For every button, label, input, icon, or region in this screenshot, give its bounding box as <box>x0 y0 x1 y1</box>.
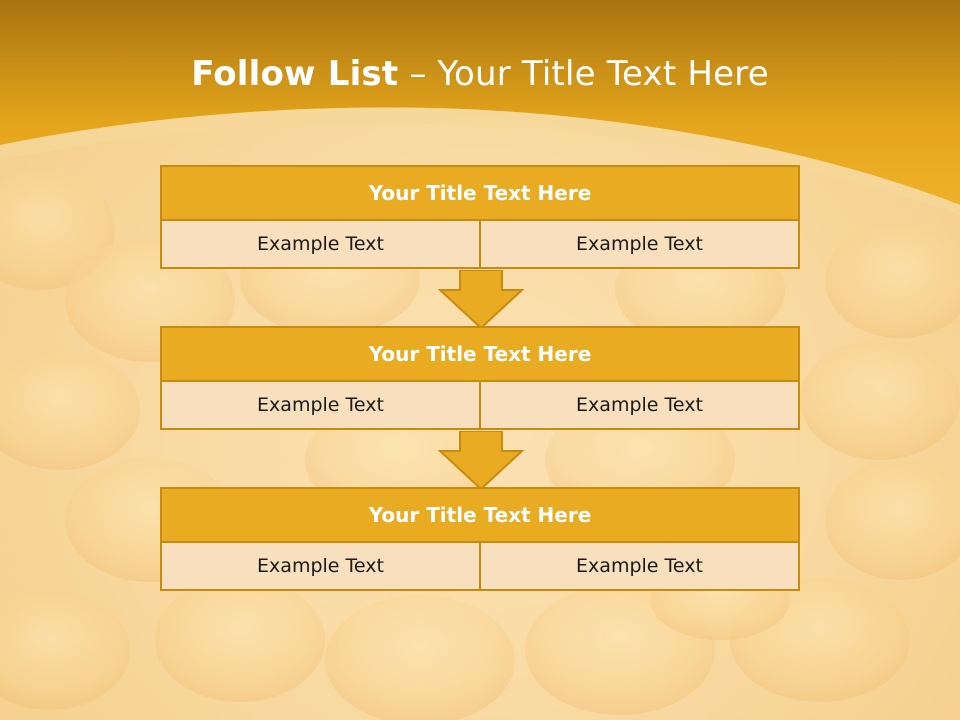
step-title: Your Title Text Here <box>160 165 800 221</box>
header-band <box>0 0 960 215</box>
step-title: Your Title Text Here <box>160 326 800 382</box>
step-cell-right: Example Text <box>479 380 800 430</box>
step-row: Example Text Example Text <box>160 380 800 430</box>
step-block-1: Your Title Text Here Example Text Exampl… <box>160 165 800 269</box>
slide-title-rest: – Your Title Text Here <box>398 54 769 94</box>
step-row: Example Text Example Text <box>160 541 800 591</box>
step-cell-left: Example Text <box>160 541 481 591</box>
step-block-3: Your Title Text Here Example Text Exampl… <box>160 487 800 591</box>
step-row: Example Text Example Text <box>160 219 800 269</box>
down-arrow-icon <box>438 270 524 330</box>
down-arrow-icon <box>438 431 524 491</box>
step-cell-left: Example Text <box>160 219 481 269</box>
slide-title-bold: Follow List <box>191 54 399 94</box>
step-title: Your Title Text Here <box>160 487 800 543</box>
step-block-2: Your Title Text Here Example Text Exampl… <box>160 326 800 430</box>
slide-title: Follow List – Your Title Text Here <box>0 54 960 94</box>
step-cell-right: Example Text <box>479 219 800 269</box>
step-cell-right: Example Text <box>479 541 800 591</box>
step-cell-left: Example Text <box>160 380 481 430</box>
